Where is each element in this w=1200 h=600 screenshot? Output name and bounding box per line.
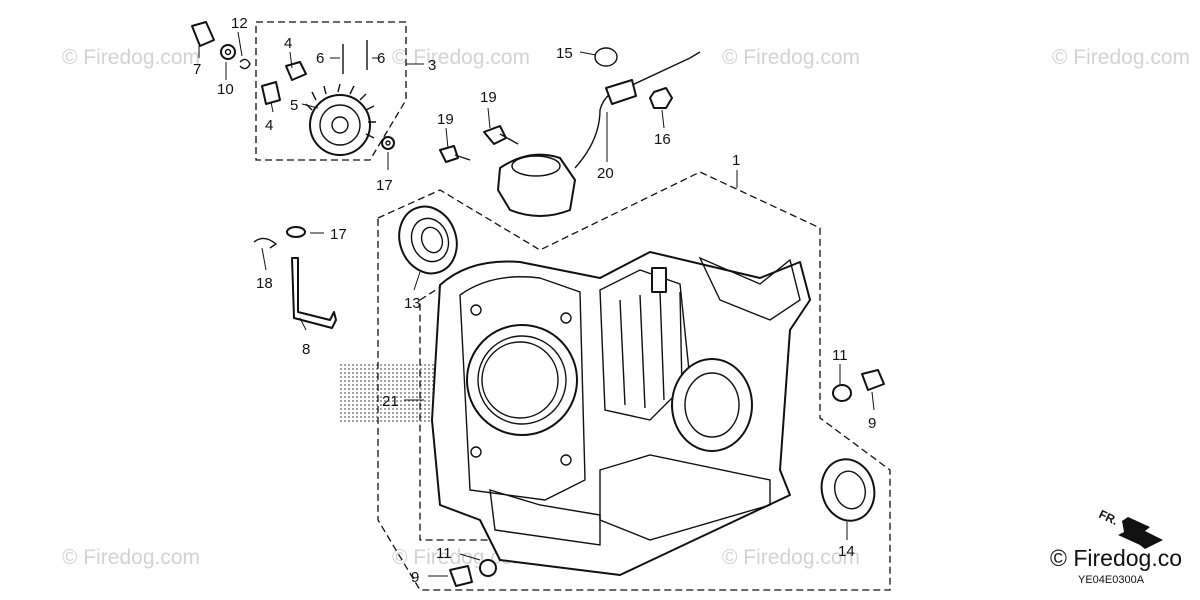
oil-seal [820, 458, 876, 522]
governor-pin [342, 40, 368, 74]
callout-4: 4 [284, 35, 292, 52]
o-ring [594, 47, 618, 67]
brand-watermark: © Firedog.co [1050, 545, 1182, 571]
washer-hole [385, 140, 391, 146]
callout-5: 5 [290, 97, 298, 114]
bolt [439, 145, 459, 163]
callout-7: 7 [193, 61, 201, 78]
callout-1: 1 [732, 152, 740, 169]
crankcase-assembly-outline [377, 171, 891, 591]
callout-21: 21 [382, 393, 399, 410]
watermark: © Firedog.com [392, 46, 530, 69]
washer [381, 136, 395, 150]
callout-8: 8 [302, 341, 310, 358]
callout-17: 17 [376, 177, 393, 194]
watermark: © Firedog.com [722, 46, 860, 69]
callout-14: 14 [838, 543, 855, 560]
bolt-shank [499, 133, 519, 145]
oil-level-switch [497, 51, 701, 217]
callout-6: 6 [316, 50, 324, 67]
callout-9: 9 [868, 415, 876, 432]
governor-weight [261, 61, 307, 105]
drain-bolt [449, 565, 473, 587]
callout-16: 16 [654, 131, 671, 148]
callout-labels: 1 3 4 4 5 6 6 7 8 9 9 10 11 11 12 13 14 … [193, 15, 876, 586]
callout-3: 3 [428, 57, 436, 74]
watermark: © Firedog.com [1052, 46, 1190, 69]
drain-bolt [861, 369, 885, 391]
front-marker-label: FR. [1097, 507, 1120, 528]
retaining-clip [253, 237, 278, 249]
callout-12: 12 [231, 15, 248, 32]
callout-20: 20 [597, 165, 614, 182]
callout-19: 19 [480, 89, 497, 106]
bolt-shank [454, 154, 471, 161]
callout-19: 19 [437, 111, 454, 128]
watermark: © Firedog.com [62, 546, 200, 569]
governor-shaft-parts [191, 21, 251, 70]
leader-lines [198, 31, 875, 577]
governor-arm-rod [291, 257, 337, 329]
governor-gear [305, 83, 376, 156]
callout-6: 6 [377, 50, 385, 67]
sealing-washer [832, 384, 852, 402]
diagram-code: YE04E0300A [1078, 574, 1145, 586]
callout-11: 11 [832, 347, 848, 364]
callout-18: 18 [256, 275, 273, 292]
callout-4: 4 [265, 117, 273, 134]
callout-15: 15 [556, 45, 573, 62]
front-direction-marker: FR. [1097, 507, 1163, 549]
flange-nut [649, 87, 673, 109]
ball-bearing [398, 205, 458, 275]
governor-assembly-outline [255, 21, 407, 161]
washer [286, 226, 306, 238]
callout-17: 17 [330, 226, 347, 243]
watermark: © Firedog.com [62, 46, 200, 69]
callout-11: 11 [436, 545, 452, 562]
callout-13: 13 [404, 295, 421, 312]
sealing-washer [479, 559, 497, 577]
crankcase-body [431, 251, 811, 576]
watermark: © Firedog.com [722, 546, 860, 569]
callout-9: 9 [411, 569, 419, 586]
callout-10: 10 [217, 81, 234, 98]
